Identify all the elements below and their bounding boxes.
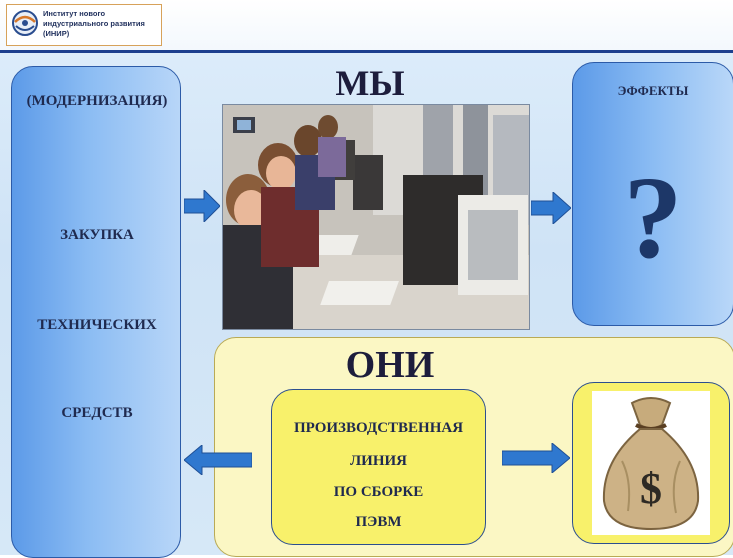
modernization-panel: (МОДЕРНИЗАЦИЯ) ЗАКУПКА ТЕХНИЧЕСКИХ СРЕДС… [11,66,181,558]
classroom-photo [222,104,530,330]
technical-label: ТЕХНИЧЕСКИХ [37,317,157,333]
they-title: ОНИ [345,344,435,386]
question-mark: ? [623,152,683,283]
globe-icon [12,10,38,36]
effects-label: ЭФФЕКТЫ [617,83,689,98]
money-bag-icon: $ [602,397,700,531]
money-box: $ [572,382,730,544]
money-bag-image: $ [592,391,710,535]
production-line-2: ЛИНИЯ [349,453,407,469]
we-title: МЫ [335,63,405,103]
production-line-3: ПО СБОРКЕ [333,484,424,500]
production-line-4: ПЭВМ [355,514,402,530]
effects-panel: ЭФФЕКТЫ ? [572,62,733,326]
modernization-label: (МОДЕРНИЗАЦИЯ) [26,93,168,109]
means-label: СРЕДСТВ [61,405,133,421]
arrow-right-icon [531,192,571,224]
institute-logo: Институт нового индустриального развития… [6,4,162,46]
production-line-box: ПРОИЗВОДСТВЕННАЯ ЛИНИЯ ПО СБОРКЕ ПЭВМ [271,389,486,545]
arrow-left-icon [184,445,252,475]
arrow-right-icon [184,190,220,222]
institute-name: Институт нового индустриального развития… [43,9,145,38]
purchase-label: ЗАКУПКА [60,227,134,243]
dollar-sign: $ [640,464,662,513]
production-line-1: ПРОИЗВОДСТВЕННАЯ [293,420,464,436]
arrow-right-icon [502,443,570,473]
